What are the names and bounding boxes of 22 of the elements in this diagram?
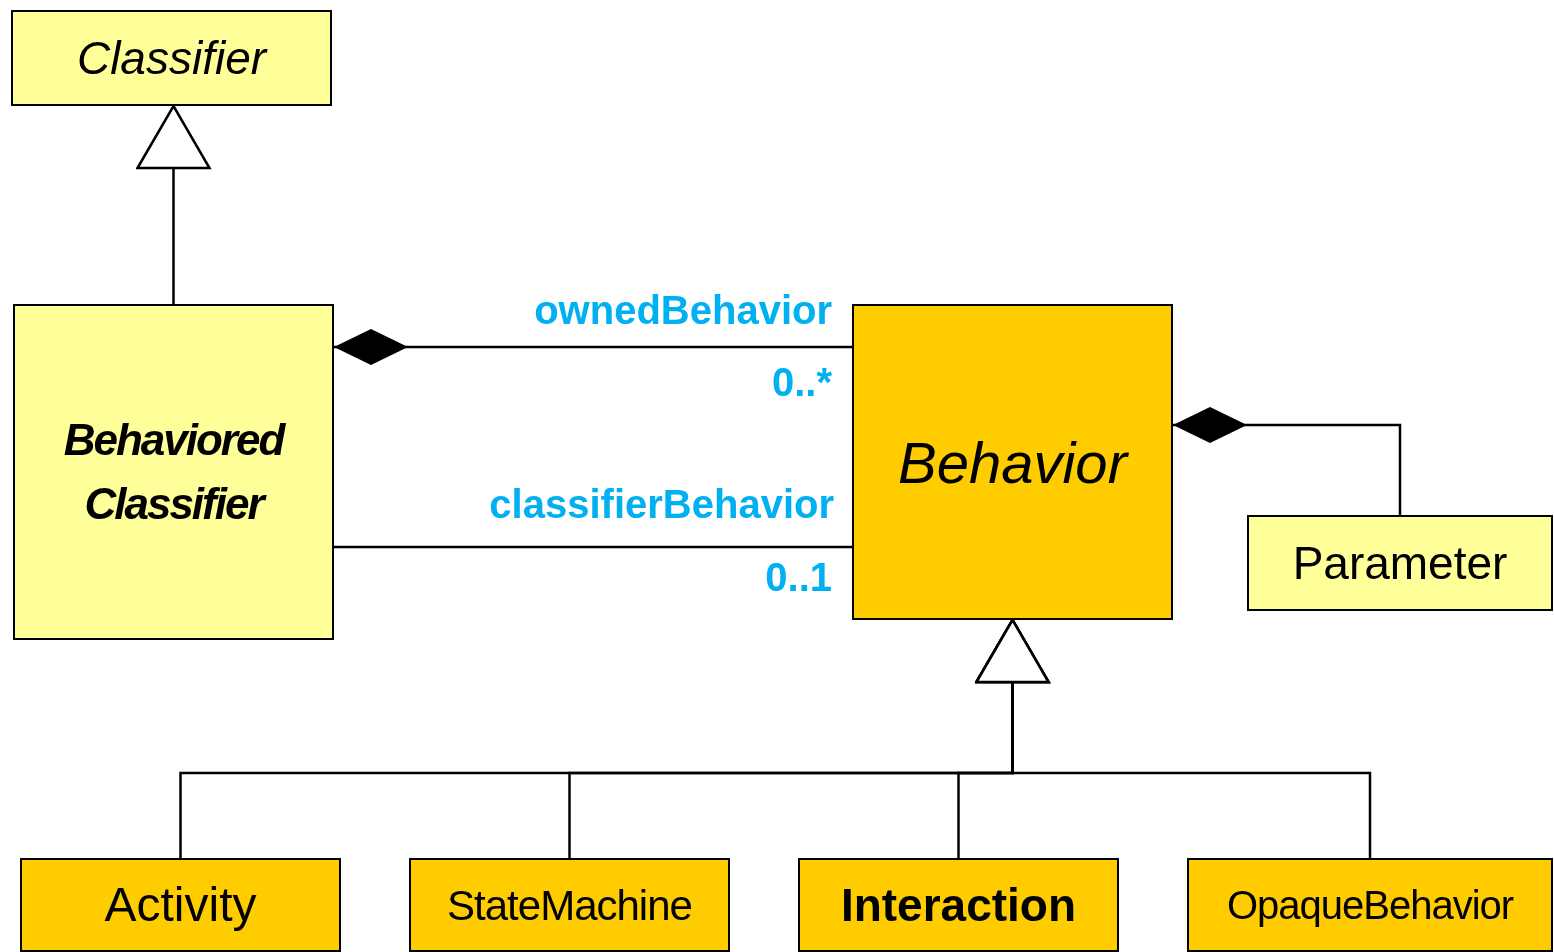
class-name: Classifier — [75, 30, 269, 86]
class-box — [13, 304, 334, 640]
composition-line — [1173, 407, 1402, 515]
class-box — [1187, 858, 1553, 952]
multiplicity: 0..1 — [765, 557, 832, 597]
class-name: Behavior — [897, 428, 1130, 497]
class-box — [20, 858, 341, 952]
class-name: Interaction — [839, 877, 1078, 933]
class-box — [798, 858, 1119, 952]
class-name: OpaqueBehavior — [1225, 882, 1515, 929]
class-name: Parameter — [1291, 535, 1509, 591]
multiplicity: 0..* — [771, 362, 832, 402]
class-box — [409, 858, 730, 952]
class-name: StateMachine — [446, 880, 693, 931]
class-name: Behaviored Classifier — [62, 414, 287, 530]
class-box — [11, 10, 332, 106]
class-name: Activity — [103, 877, 258, 933]
class-box — [852, 304, 1173, 620]
composition-line — [334, 329, 852, 365]
generalization-arrow — [136, 104, 211, 304]
class-box — [1247, 515, 1553, 611]
association-line — [334, 545, 852, 549]
